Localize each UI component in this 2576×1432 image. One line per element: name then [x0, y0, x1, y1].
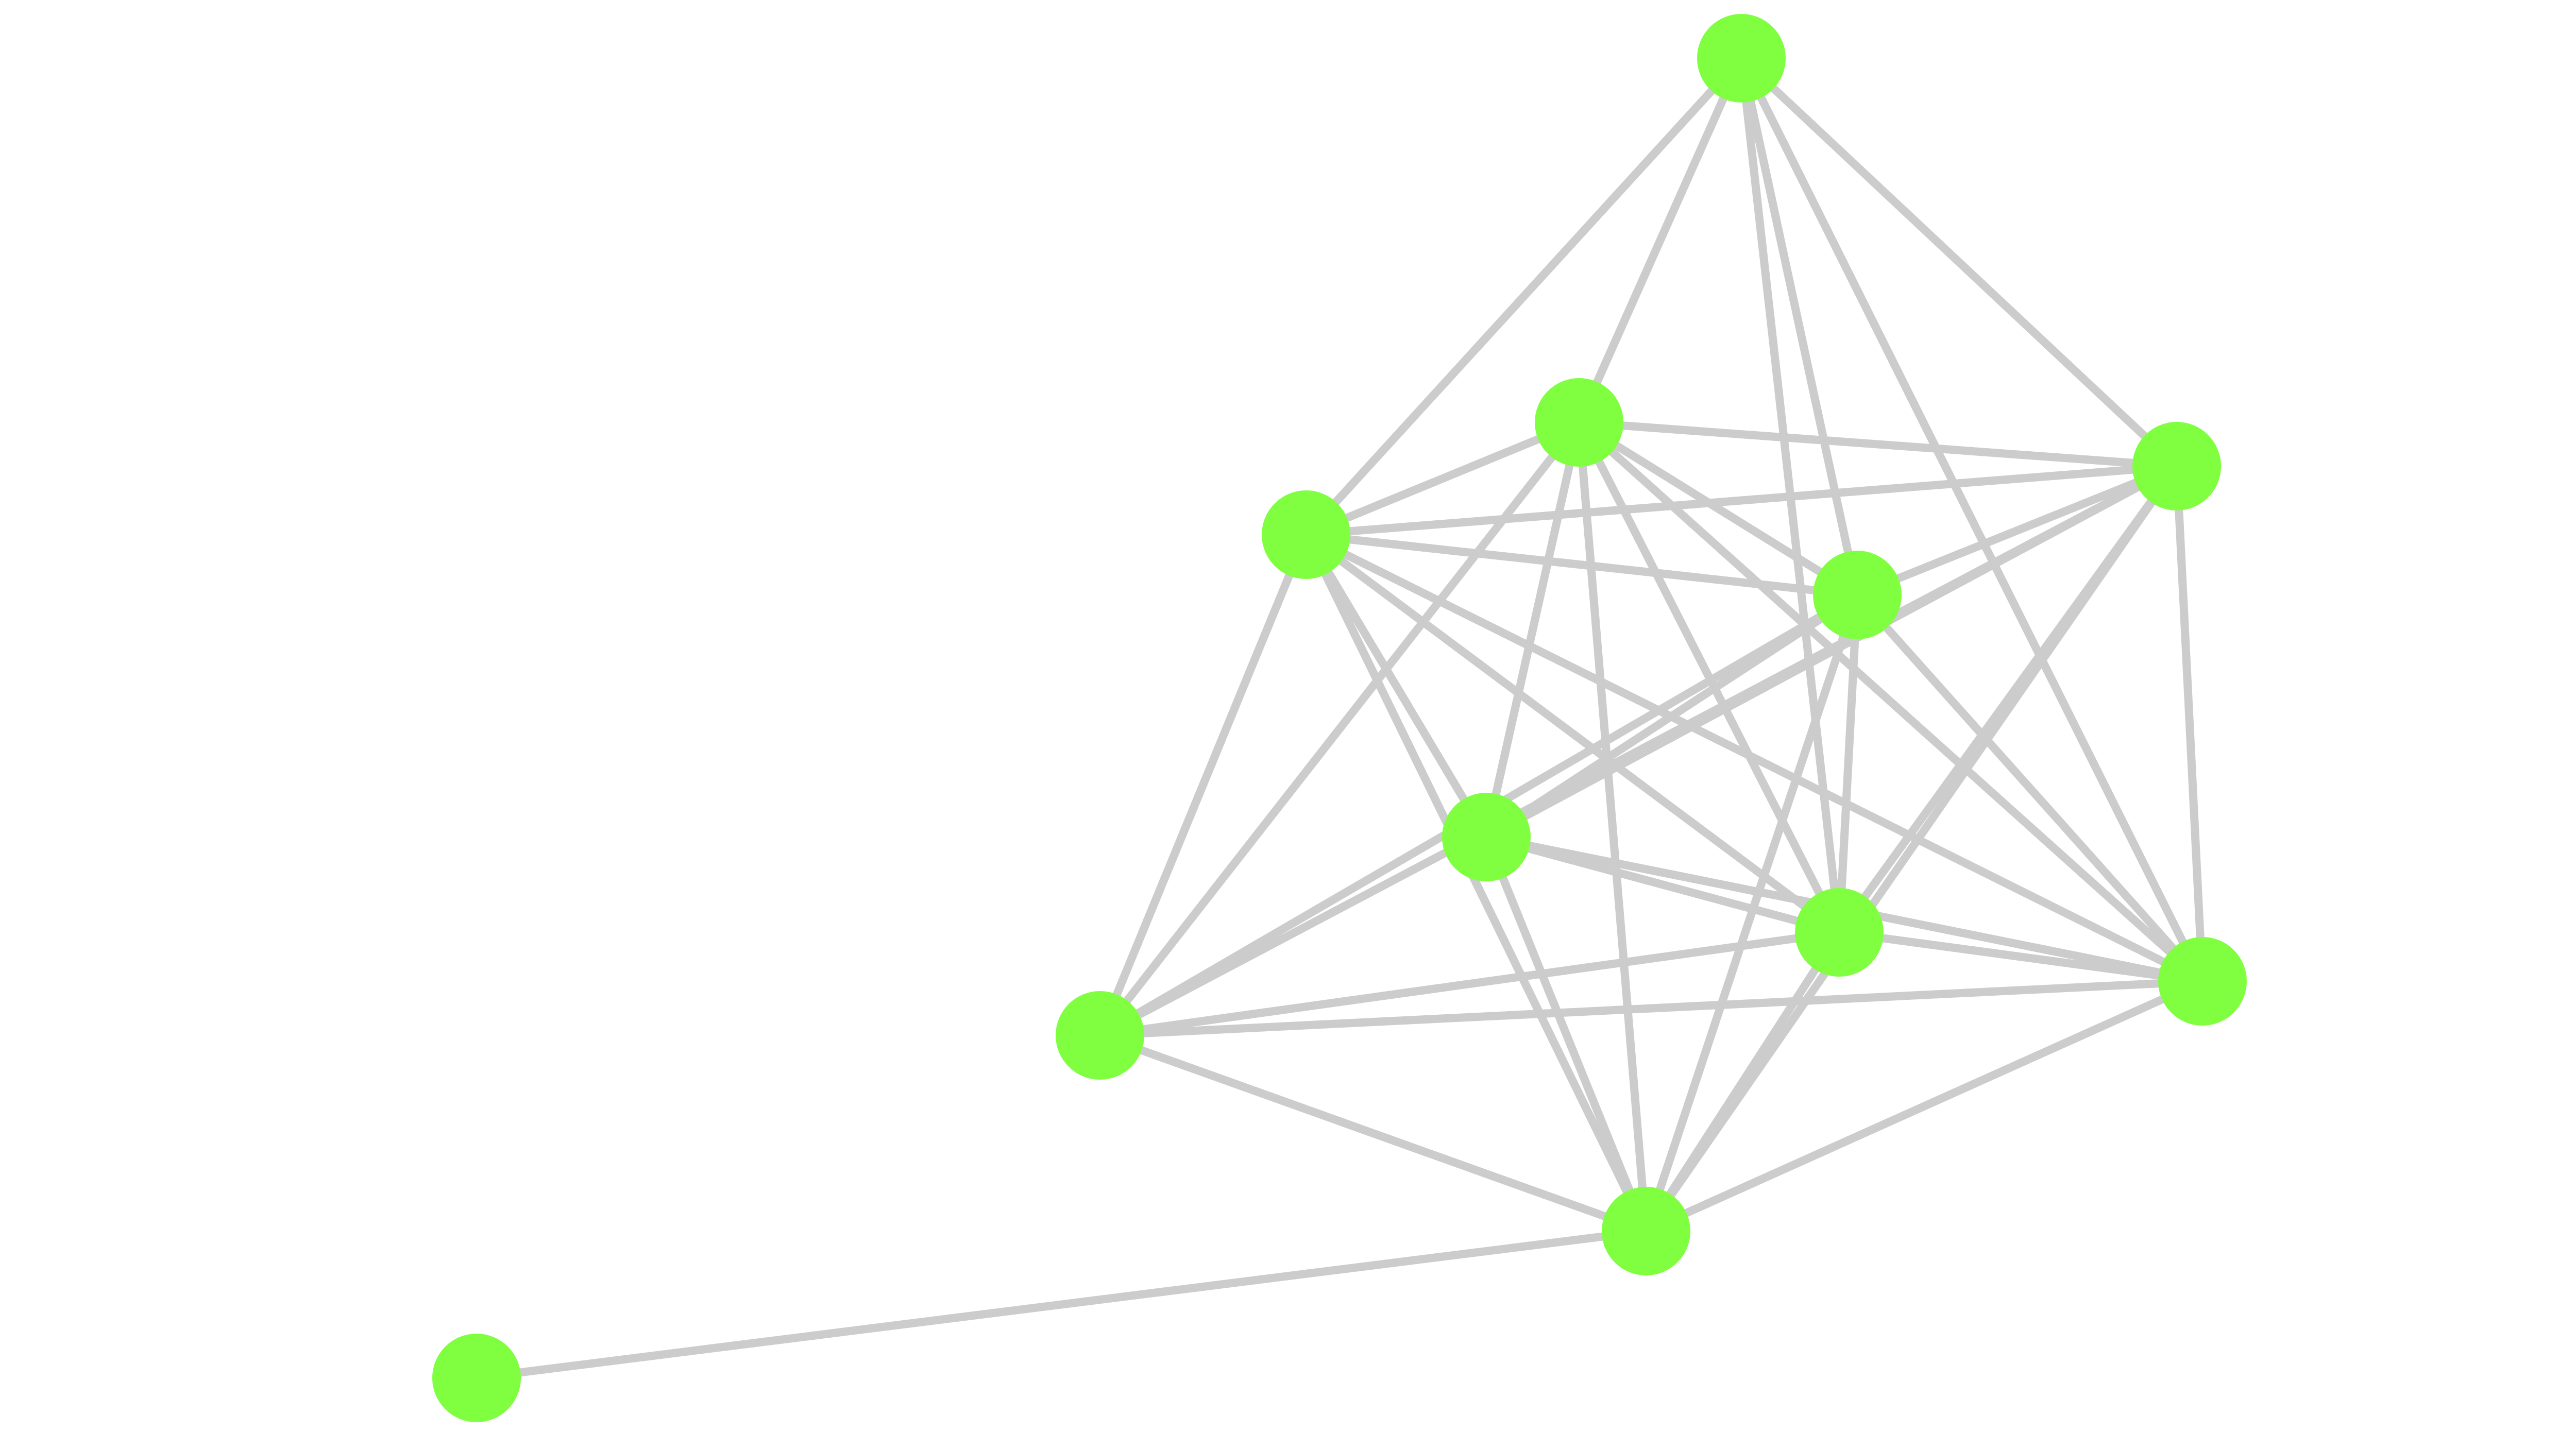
edge-n4-n9: [1096, 531, 1310, 1039]
edge-n2-n6: [1482, 418, 1583, 841]
edge-n3-n10: [1642, 462, 2181, 1235]
edge-n2-n9: [1096, 418, 1583, 1039]
edge-n4-n5: [1302, 531, 1861, 599]
edge-n3-n4: [1302, 462, 2181, 539]
edge-n3-n9: [1096, 462, 2181, 1039]
edge-n2-n5: [1575, 418, 1861, 599]
edge-n8-n10: [1642, 977, 2207, 1235]
edge-n2-n3: [1575, 418, 2181, 470]
node-n1: [1697, 14, 1786, 103]
node-layer: [432, 14, 2247, 1422]
edge-n2-n8: [1575, 418, 2207, 985]
edge-n1-n4: [1302, 54, 1745, 539]
edge-n5-n8: [1853, 591, 2207, 985]
node-n10: [1602, 1187, 1690, 1275]
edge-n7-n9: [1096, 928, 1843, 1039]
edge-n4-n6: [1302, 531, 1490, 841]
edge-n4-n10: [1302, 531, 1650, 1235]
node-n3: [2132, 422, 2221, 510]
edge-n1-n3: [1737, 54, 2181, 470]
node-n4: [1262, 490, 1350, 579]
edge-n4-n8: [1302, 531, 2207, 985]
edge-n1-n2: [1575, 54, 1745, 427]
node-n6: [1442, 793, 1531, 881]
node-n2: [1535, 378, 1623, 467]
node-n8: [2158, 937, 2247, 1026]
node-n5: [1813, 551, 1902, 639]
edge-n3-n8: [2173, 462, 2207, 985]
edge-n2-n10: [1575, 418, 1650, 1235]
edge-n3-n5: [1853, 462, 2181, 599]
edge-n9-n10: [1096, 1031, 1650, 1235]
node-n9: [1056, 991, 1144, 1080]
edge-n7-n8: [1835, 928, 2207, 985]
edge-n5-n10: [1642, 591, 1861, 1235]
node-n11: [432, 1334, 521, 1422]
edge-n4-n7: [1302, 531, 1843, 936]
edge-layer: [472, 54, 2207, 1382]
edge-n1-n8: [1737, 54, 2207, 985]
edge-n10-n11: [472, 1227, 1650, 1382]
edge-n5-n7: [1835, 591, 1861, 936]
edge-n8-n9: [1096, 977, 2207, 1039]
edge-n7-n10: [1642, 928, 1843, 1235]
edge-n1-n5: [1737, 54, 1861, 599]
node-n7: [1795, 888, 1884, 977]
edge-n2-n4: [1302, 418, 1583, 539]
edge-n6-n10: [1482, 833, 1650, 1235]
